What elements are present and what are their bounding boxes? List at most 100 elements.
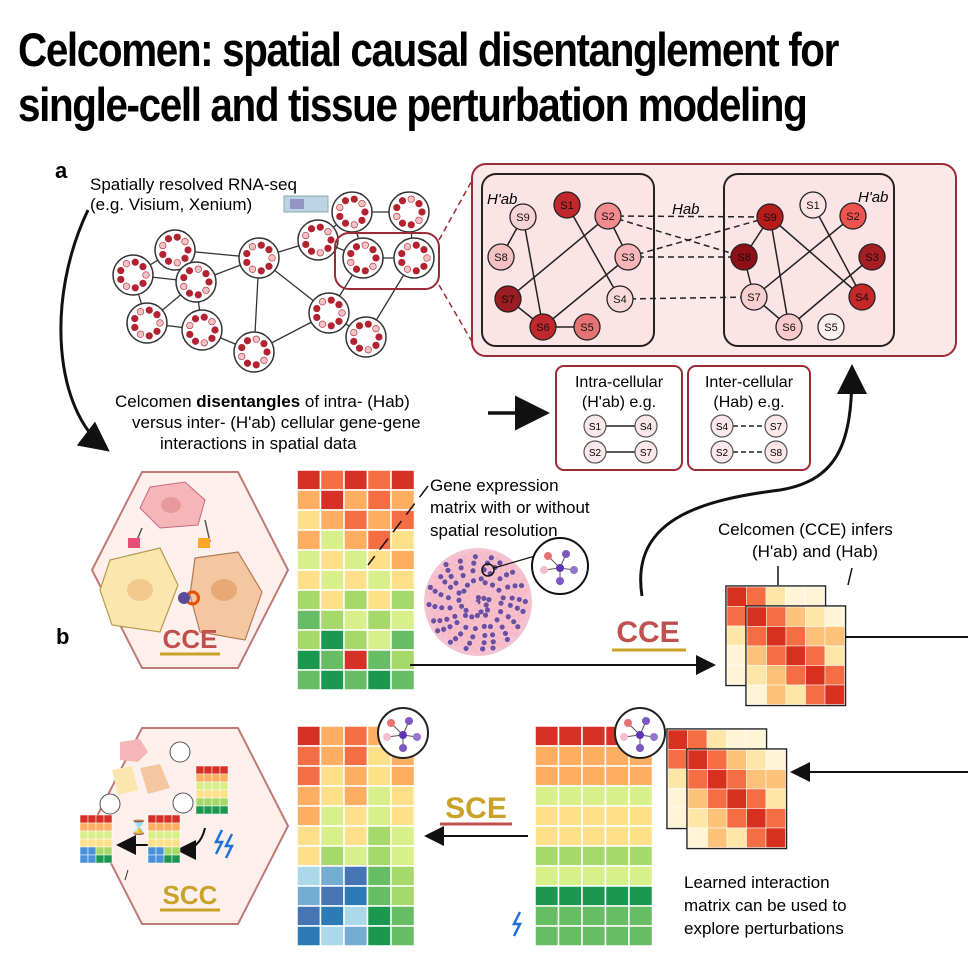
tissue-dot bbox=[509, 569, 516, 575]
spot-cell bbox=[145, 306, 153, 314]
tissue-dot bbox=[516, 617, 522, 623]
matrix-cell bbox=[319, 669, 345, 691]
heatmap-cell bbox=[707, 827, 728, 848]
tissue-dot bbox=[478, 628, 485, 634]
mini-matrix-cell bbox=[163, 814, 173, 824]
spot-cell bbox=[302, 231, 310, 240]
matrix-cell bbox=[366, 765, 392, 787]
matrix-cell bbox=[628, 765, 654, 787]
matrix-cell bbox=[319, 865, 345, 887]
tissue-dot bbox=[436, 600, 442, 606]
tissue-dot bbox=[509, 587, 515, 593]
matrix-cell bbox=[296, 885, 322, 907]
matrix-cell bbox=[581, 745, 607, 767]
tissue-dot bbox=[444, 616, 450, 622]
tissue-dot bbox=[478, 609, 484, 615]
tissue-dot bbox=[466, 594, 472, 600]
matrix-cell bbox=[534, 885, 560, 907]
chip-icon bbox=[283, 195, 329, 213]
spot-cell bbox=[358, 216, 366, 224]
tissue-dot bbox=[495, 581, 501, 587]
mini-matrix-cell bbox=[219, 765, 229, 775]
pair-label: S4 bbox=[640, 422, 653, 433]
hex-top-label: CCE bbox=[163, 624, 218, 654]
spot-cell bbox=[159, 241, 167, 250]
spot-cell bbox=[173, 259, 181, 267]
tissue-dot bbox=[467, 640, 473, 646]
heatmap-cell bbox=[805, 645, 826, 666]
gene-label-left: S3 bbox=[621, 252, 634, 264]
matrix-cell bbox=[604, 905, 630, 927]
mini-matrix-cell bbox=[103, 822, 113, 832]
heatmap-cell bbox=[726, 606, 747, 627]
mini-matrix-cell bbox=[147, 838, 157, 848]
spot-cell bbox=[307, 247, 316, 255]
intra-edge-right bbox=[753, 215, 854, 298]
matrix-cell bbox=[296, 509, 322, 531]
tissue-dot bbox=[456, 590, 462, 596]
spot-cell bbox=[412, 267, 420, 275]
matrix-cell bbox=[557, 725, 583, 747]
mini-matrix-cell bbox=[171, 854, 181, 864]
matrix-cell bbox=[604, 885, 630, 907]
tissue-dot bbox=[477, 569, 483, 576]
tissue-dot bbox=[494, 634, 500, 640]
tissue-dot bbox=[499, 613, 506, 620]
heatmap-cell bbox=[785, 626, 806, 647]
svg-text:Celcomen disentangles of intra: Celcomen disentangles of intra- (Hab) bbox=[115, 392, 410, 411]
mini-node bbox=[399, 744, 407, 752]
tissue-dot bbox=[486, 597, 492, 603]
tissue-dot bbox=[471, 560, 477, 566]
tissue-dot bbox=[442, 584, 448, 591]
tissue-dot bbox=[504, 566, 510, 573]
description: Celcomen disentangles of intra- (Hab) ve… bbox=[115, 392, 421, 453]
tissue-dot bbox=[458, 565, 464, 571]
matrix-cell bbox=[604, 865, 630, 887]
tissue-dot bbox=[494, 604, 500, 610]
mini-matrix-cell bbox=[163, 830, 173, 840]
spot-cell bbox=[248, 243, 257, 251]
tissue-dot bbox=[443, 601, 449, 607]
tissue-dot bbox=[481, 595, 487, 601]
spot-cell bbox=[191, 337, 200, 345]
tissue-dot bbox=[459, 577, 465, 584]
mini-matrix-cell bbox=[79, 814, 89, 824]
spot-cell bbox=[265, 246, 273, 254]
matrix-cell bbox=[390, 885, 416, 907]
matrix-cell bbox=[390, 629, 416, 651]
gene-matrix-line-3: spatial resolution bbox=[430, 521, 558, 540]
input-line-1: Spatially resolved RNA-seq bbox=[90, 175, 297, 194]
tissue-dot bbox=[472, 638, 478, 645]
desc-line-2: versus inter- (H'ab) cellular gene-gene bbox=[132, 413, 421, 432]
tissue-dot bbox=[443, 561, 449, 568]
heatmap-cell bbox=[805, 626, 826, 647]
spot-cell bbox=[393, 212, 401, 221]
desc-bold: disentangles bbox=[196, 392, 300, 411]
spot-cell bbox=[318, 320, 327, 328]
heatmap-cell bbox=[785, 645, 806, 666]
mini-matrix-cell bbox=[87, 838, 97, 848]
heatmap-cell bbox=[765, 788, 786, 809]
matrix-cell bbox=[319, 609, 345, 631]
spot-cell bbox=[423, 254, 431, 262]
tissue-dot bbox=[474, 631, 481, 637]
gene-label-left: S2 bbox=[601, 211, 614, 223]
tissue-dot bbox=[448, 562, 454, 568]
spot-cell bbox=[136, 308, 145, 316]
matrix-cell bbox=[343, 865, 369, 887]
tissue-dot bbox=[440, 597, 446, 603]
tissue-dot bbox=[461, 588, 467, 594]
tissue-dot bbox=[447, 584, 454, 590]
svg-text:⌛: ⌛ bbox=[130, 819, 147, 836]
matrix-cell bbox=[581, 885, 607, 907]
matrix-cell bbox=[343, 629, 369, 651]
matrix-cell bbox=[604, 845, 630, 867]
matrix-cell bbox=[343, 885, 369, 907]
pointer-line bbox=[367, 485, 429, 566]
pair-label: S1 bbox=[589, 422, 602, 433]
zoom-line-top bbox=[438, 176, 475, 241]
mini-matrix-cell bbox=[171, 830, 181, 840]
gene-node-left bbox=[494, 285, 522, 313]
learned-line-1: Learned interaction bbox=[684, 873, 830, 892]
tissue-dot bbox=[500, 642, 506, 648]
